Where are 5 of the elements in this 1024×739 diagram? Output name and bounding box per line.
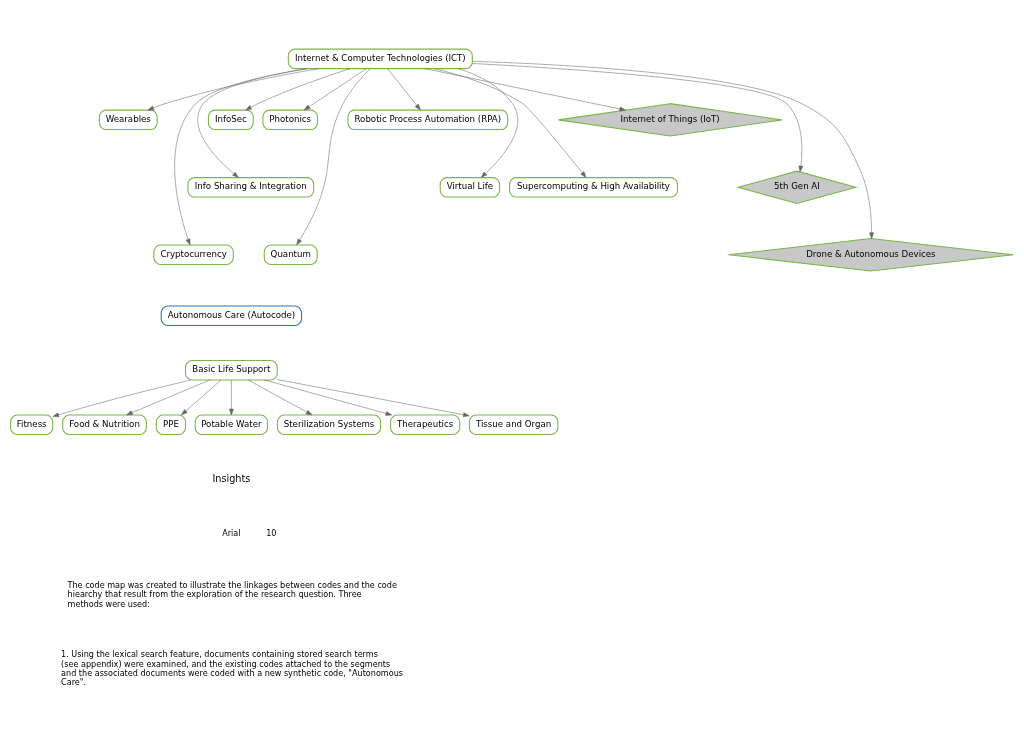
label: 1. Using the lexical search feature, documents containing stored search terms (see appendix) were examined, and the existing codes attached to the segments and the associated documents were coded with a new synthetic code, "Autonomous Care".	[61, 648, 403, 687]
label: The code map was created to illustrate the linkages between codes and the code hiearchy that result from the exploration of the research question. Three methods were used:	[67, 579, 397, 609]
label: 10	[266, 527, 277, 538]
label: Insights	[212, 472, 251, 484]
label: Arial	[222, 527, 241, 538]
